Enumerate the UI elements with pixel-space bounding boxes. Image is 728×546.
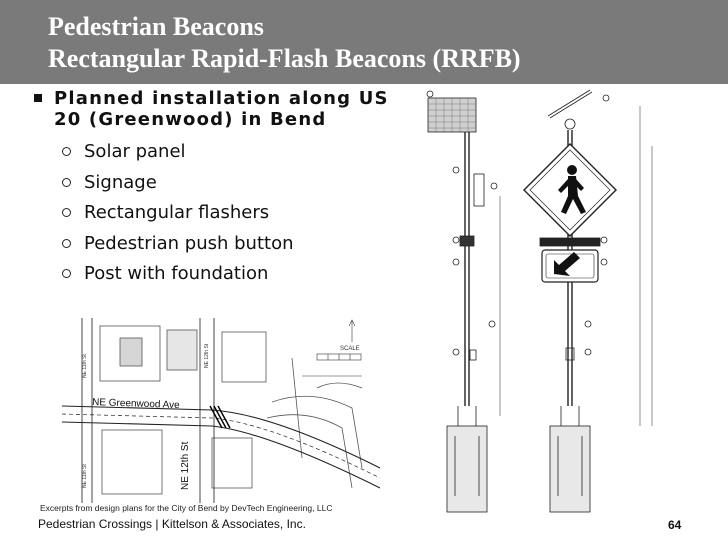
main-bullet: Planned installation along US 20 (Greenw… — [34, 88, 414, 130]
svg-text:NE 11th St: NE 11th St — [82, 354, 88, 378]
sub-bullet-label: Rectangular flashers — [84, 202, 270, 223]
circle-bullet-icon — [62, 238, 71, 248]
circle-bullet-icon — [62, 147, 71, 156]
arrow-icon — [554, 252, 580, 276]
title-bar: Pedestrian Beacons Rectangular Rapid-Fla… — [0, 0, 728, 84]
pedestrian-icon — [558, 165, 586, 214]
circle-bullet-icon — [62, 269, 71, 278]
square-bullet-icon — [34, 94, 42, 102]
footer-text: Pedestrian Crossings | Kittelson & Assoc… — [38, 517, 306, 531]
rrfb-assembly-drawing — [426, 89, 653, 513]
sub-bullet-label: Signage — [84, 171, 157, 193]
map-caption: Excerpts from design plans for the City … — [40, 503, 333, 513]
circle-bullet-icon — [62, 177, 71, 187]
map-street-label: NE Greenwood Ave — [92, 397, 180, 411]
page-number: 64 — [668, 518, 682, 532]
svg-text:NE 11th St: NE 11th St — [82, 464, 88, 488]
sub-bullet-label: Post with foundation — [84, 263, 269, 284]
sub-bullet-label: Pedestrian push button — [84, 232, 294, 254]
map-cross-street-label: NE 12th St — [180, 441, 191, 490]
slide-title: Pedestrian Beacons — [48, 12, 264, 41]
circle-bullet-icon — [62, 208, 71, 217]
main-bullet-text: Planned installation along US 20 (Greenw… — [54, 88, 389, 130]
site-plan-map: NE 11th St NE 12th St NE 11th St SCALE N… — [62, 318, 380, 503]
sub-bullet-label: Solar panel — [84, 141, 186, 162]
svg-text:NE 12th St: NE 12th St — [204, 343, 210, 368]
slide-subtitle: Rectangular Rapid-Flash Beacons (RRFB) — [48, 44, 521, 73]
map-scale-label: SCALE — [340, 346, 360, 352]
